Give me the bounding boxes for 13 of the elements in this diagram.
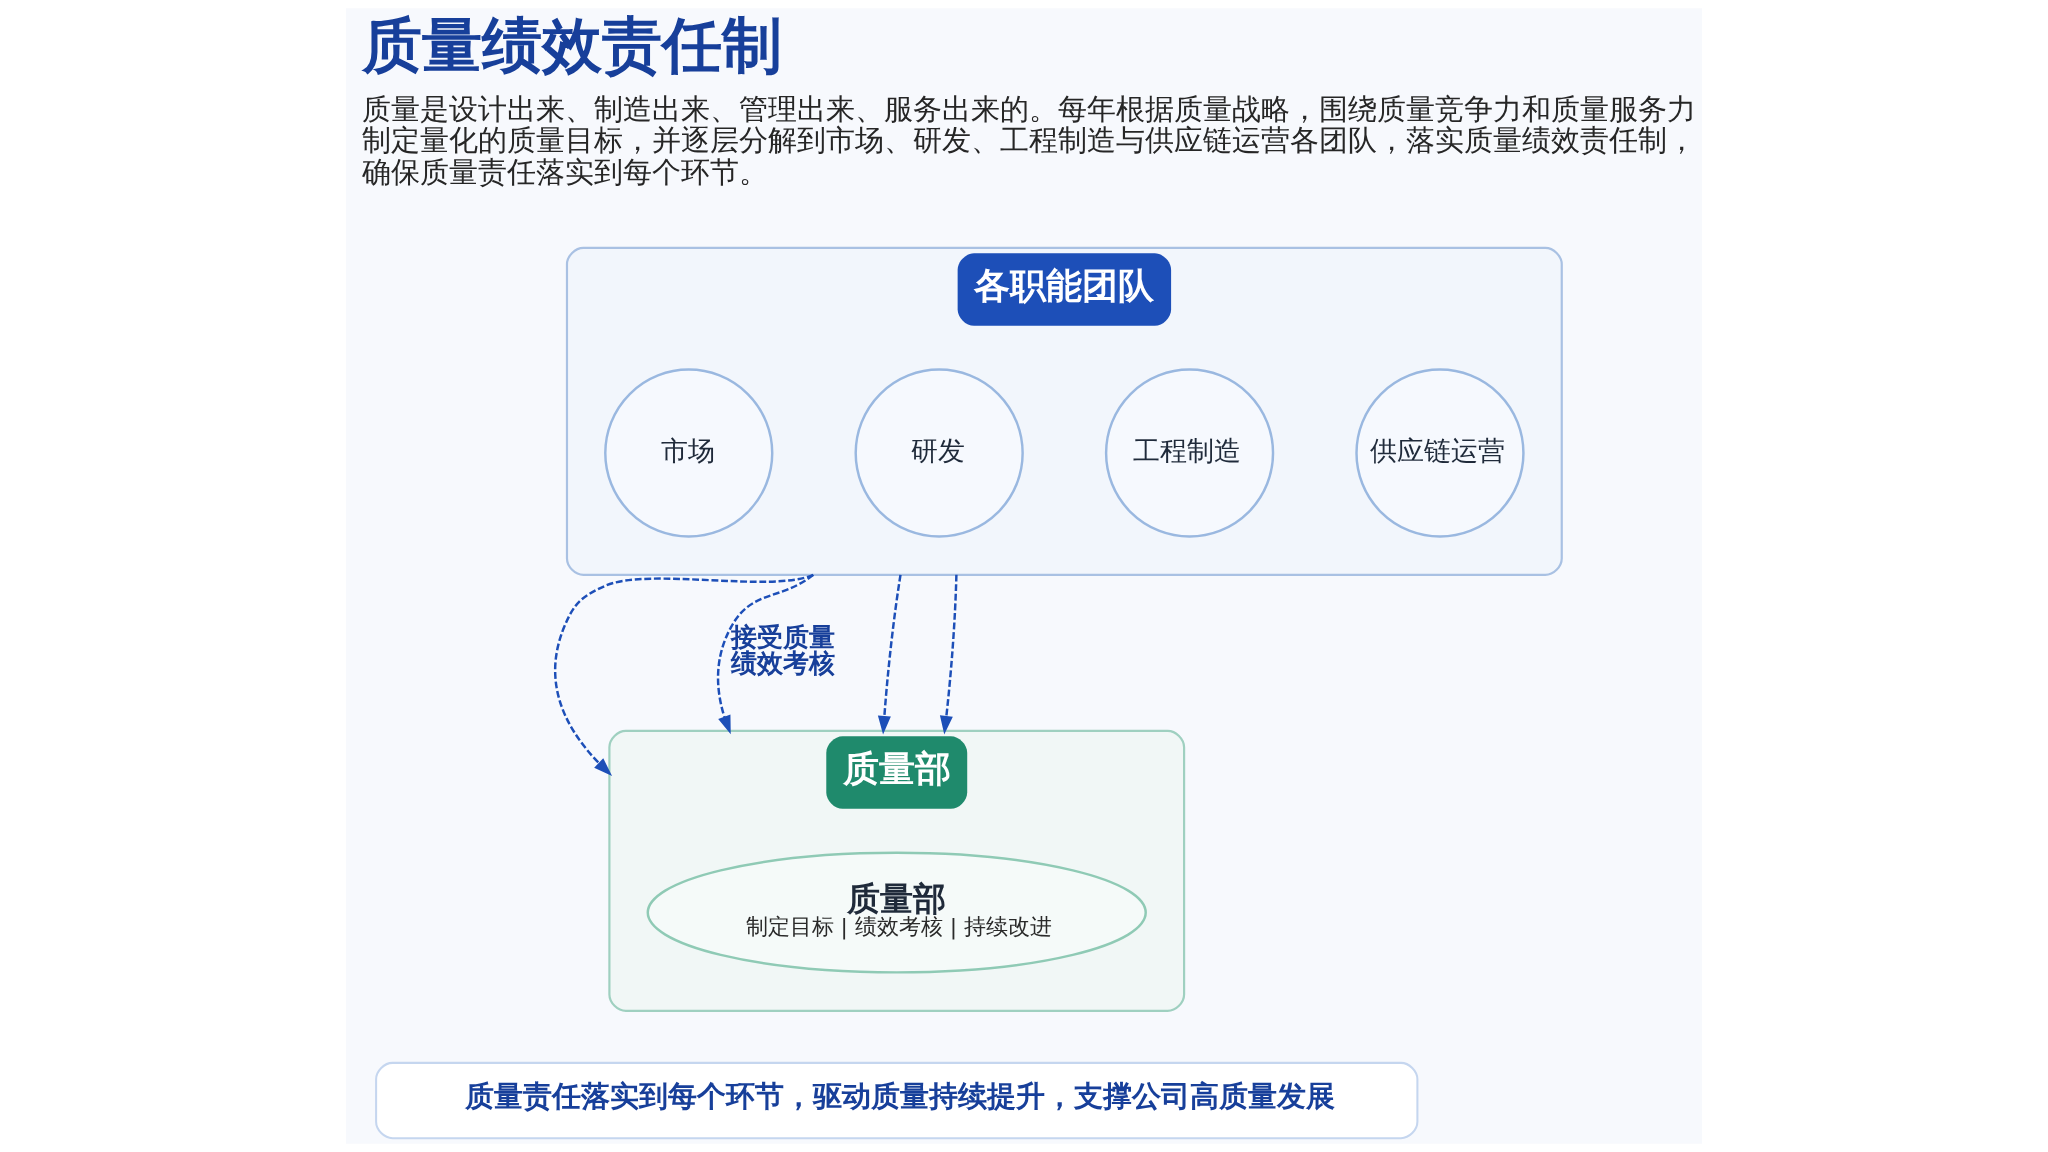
edge-label: 接受质量绩效考核	[731, 622, 836, 679]
node-circle: 工程制造	[1104, 368, 1275, 538]
node-circle: 市场	[604, 368, 774, 538]
arrow	[716, 573, 814, 735]
arrow	[554, 573, 814, 776]
diagram-title: 质量绩效责任制	[362, 10, 783, 81]
label: 质量是设计出来、制造出来、管理出来、服务出来的。每年根据质量战略，围绕质量竞争力和质量服务力制定量化的质量目标，并逐层分解到市场、研发、工程制造与供应链运营各团队，落实质量绩效责任制，确保质量责任落实到每个环节。	[362, 91, 1697, 189]
arrow	[877, 574, 902, 735]
node-box: 质量责任落实到每个环节，驱动质量持续提升，支撑公司高质量发展	[375, 1061, 1419, 1140]
node-circle: 研发	[854, 368, 1024, 538]
arrow	[939, 574, 958, 735]
node-circle: 供应链运营	[1355, 368, 1525, 538]
node-ellipse: 质量部 制定目标 | 绩效考核 | 持续改进	[646, 851, 1147, 974]
